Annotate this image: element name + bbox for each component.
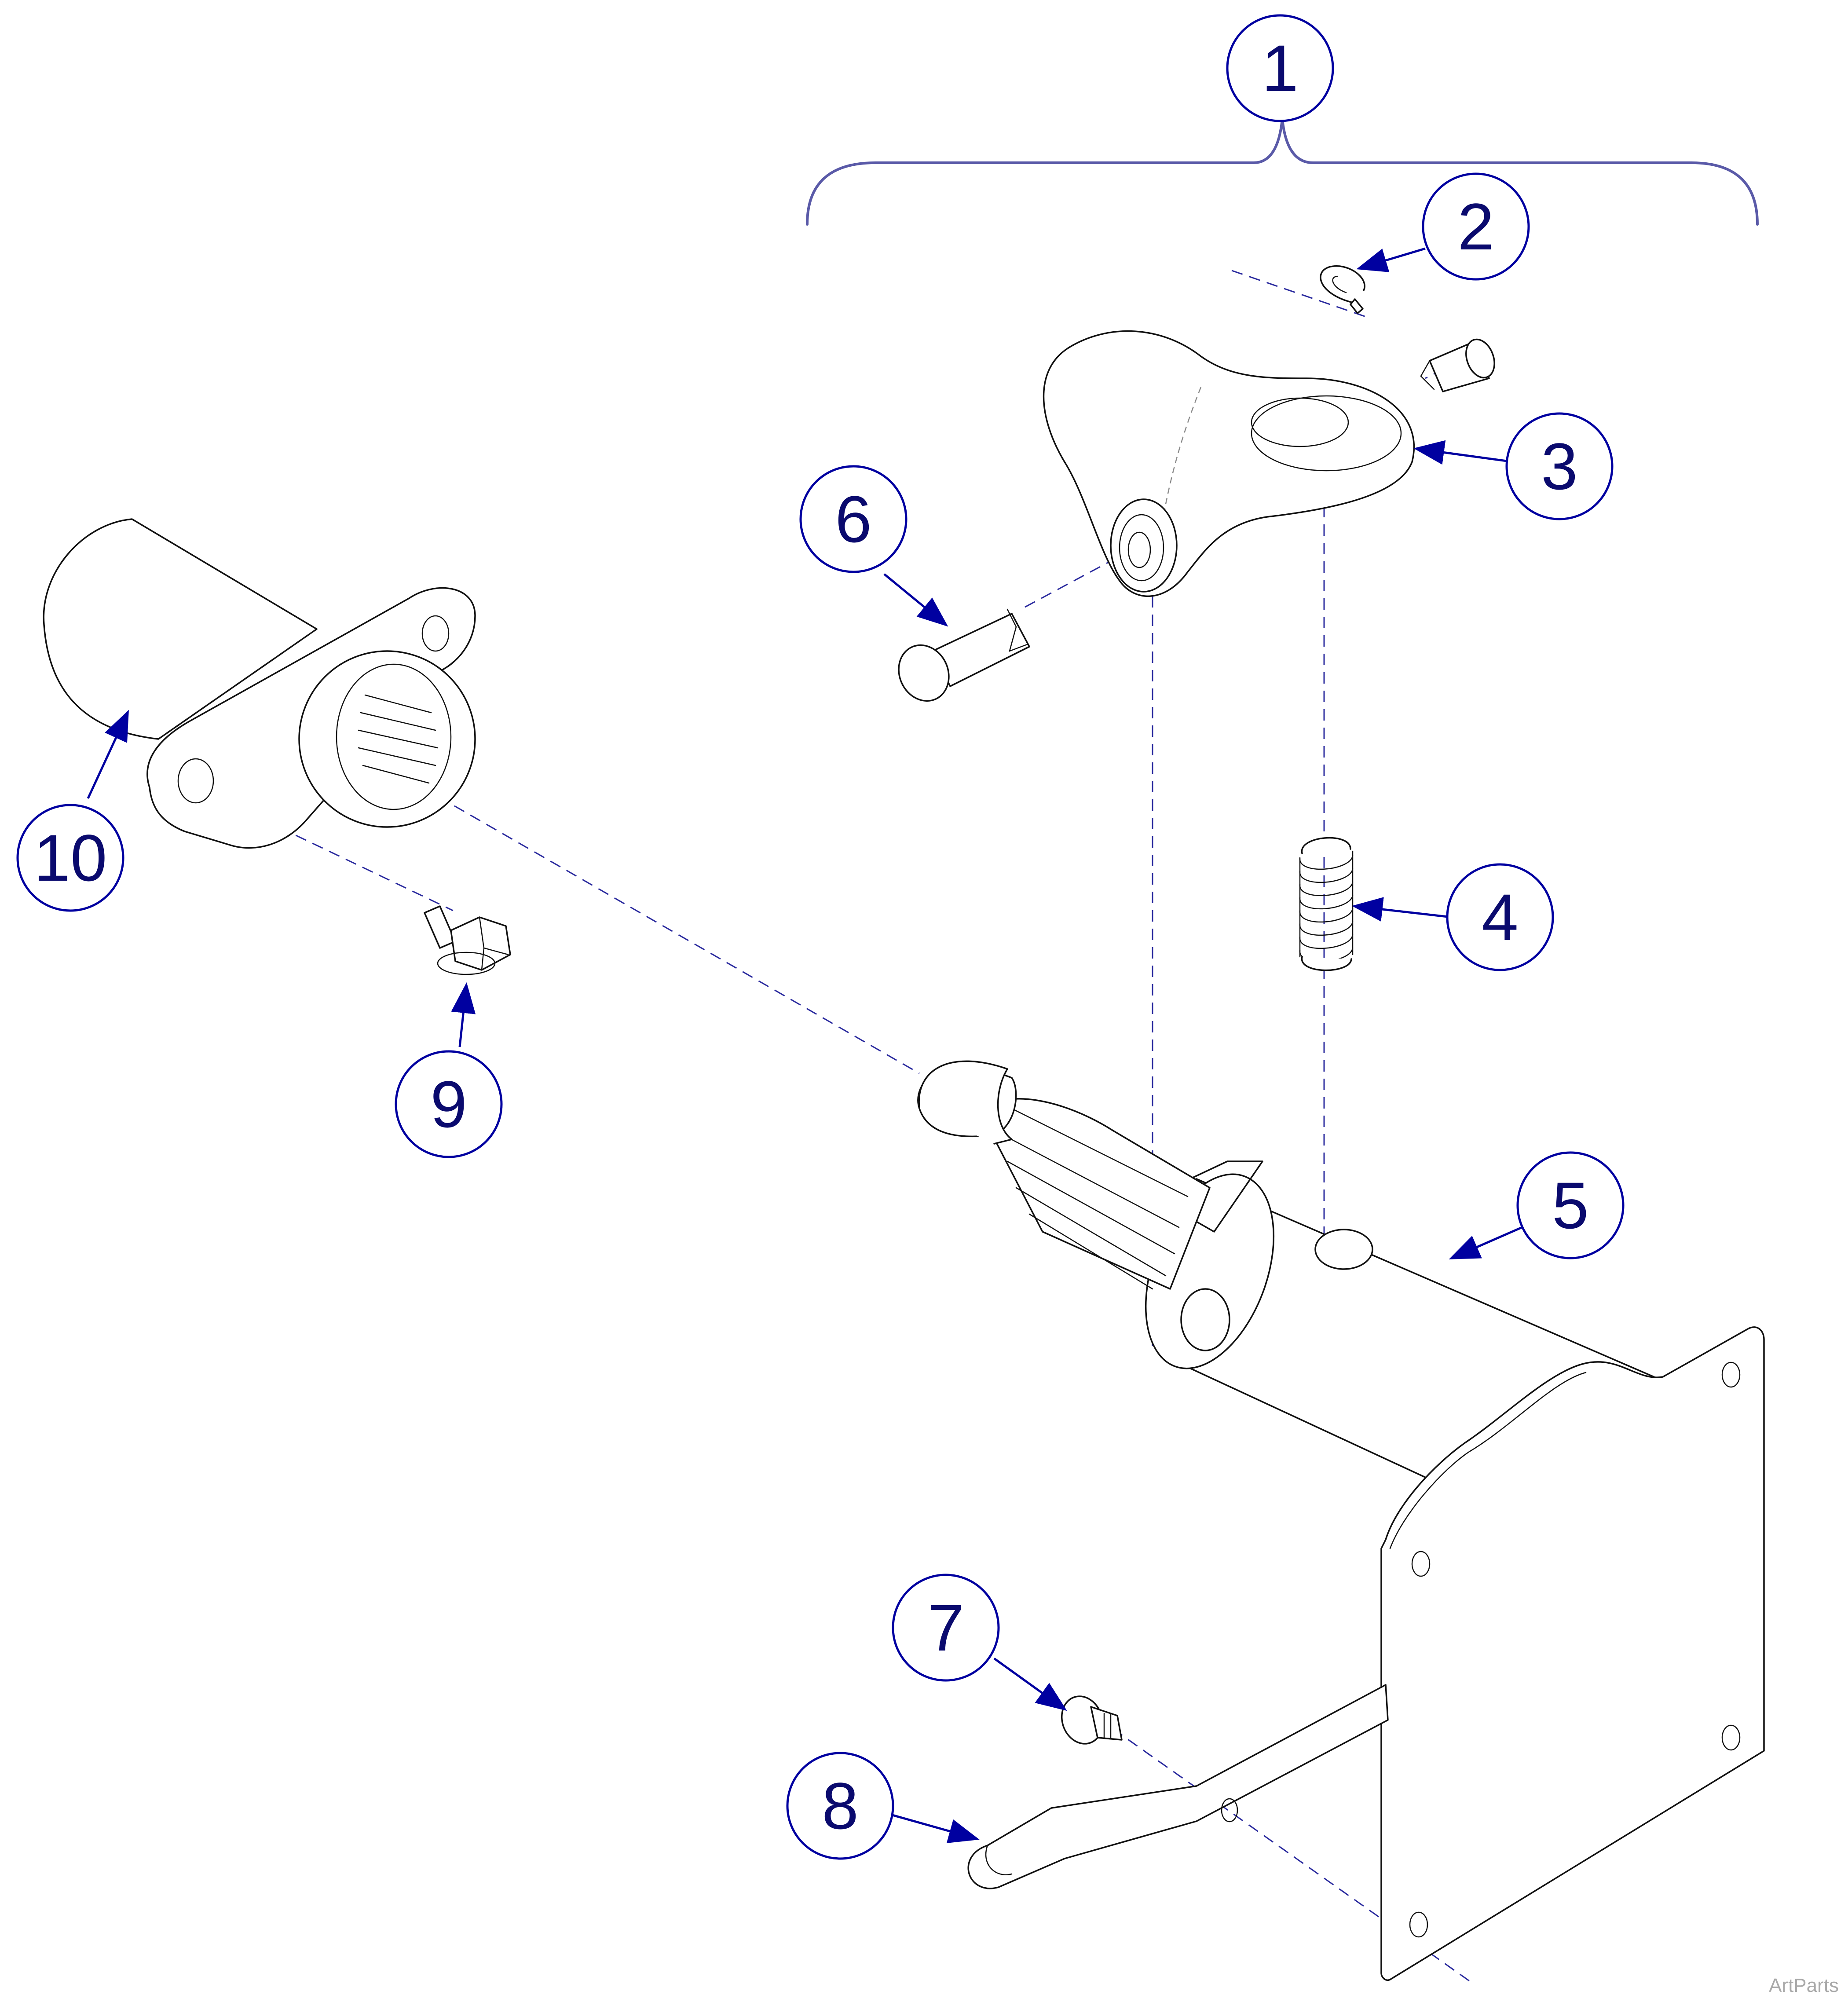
svg-text:9: 9 <box>430 1067 467 1141</box>
retaining-ring-part[interactable] <box>1320 265 1365 314</box>
external-spline-teeth <box>1002 1108 1189 1290</box>
pedal-shaft-part[interactable] <box>917 1060 1765 1981</box>
svg-text:10: 10 <box>34 821 107 895</box>
clevis-pin-part[interactable] <box>890 608 1030 709</box>
svg-text:2: 2 <box>1457 190 1494 264</box>
callout-4: 4 <box>1446 863 1554 971</box>
svg-text:7: 7 <box>927 1591 964 1665</box>
svg-text:5: 5 <box>1552 1168 1588 1242</box>
callout-1: 1 <box>1226 14 1334 122</box>
assembly-bracket <box>806 118 1759 226</box>
hex-bolt-part[interactable] <box>424 905 511 975</box>
svg-text:3: 3 <box>1541 429 1577 503</box>
callout-2: 2 <box>1422 172 1530 281</box>
shoulder-screw-part[interactable] <box>1055 1691 1123 1749</box>
flange-housing-part[interactable] <box>43 518 476 849</box>
callout-8: 8 <box>786 1752 894 1860</box>
small-pivot-pin-part[interactable] <box>1420 335 1500 392</box>
svg-text:8: 8 <box>822 1769 858 1843</box>
callout-7: 7 <box>892 1574 1000 1682</box>
pedal-cap-part[interactable] <box>1043 330 1415 597</box>
internal-spline-teeth <box>358 694 439 784</box>
callout-10: 10 <box>16 804 124 912</box>
callout-3: 3 <box>1505 412 1614 520</box>
svg-text:6: 6 <box>835 482 871 556</box>
compression-spring-part[interactable] <box>1299 837 1354 971</box>
svg-text:4: 4 <box>1482 880 1518 954</box>
callout-5: 5 <box>1516 1151 1625 1259</box>
svg-text:1: 1 <box>1262 31 1298 105</box>
callout-9: 9 <box>395 1050 503 1158</box>
callout-leaders <box>87 247 1523 1843</box>
callout-6: 6 <box>799 465 908 573</box>
watermark-text: ArtParts <box>1769 1975 1839 1996</box>
lever-arm-part[interactable] <box>967 1684 1389 1889</box>
